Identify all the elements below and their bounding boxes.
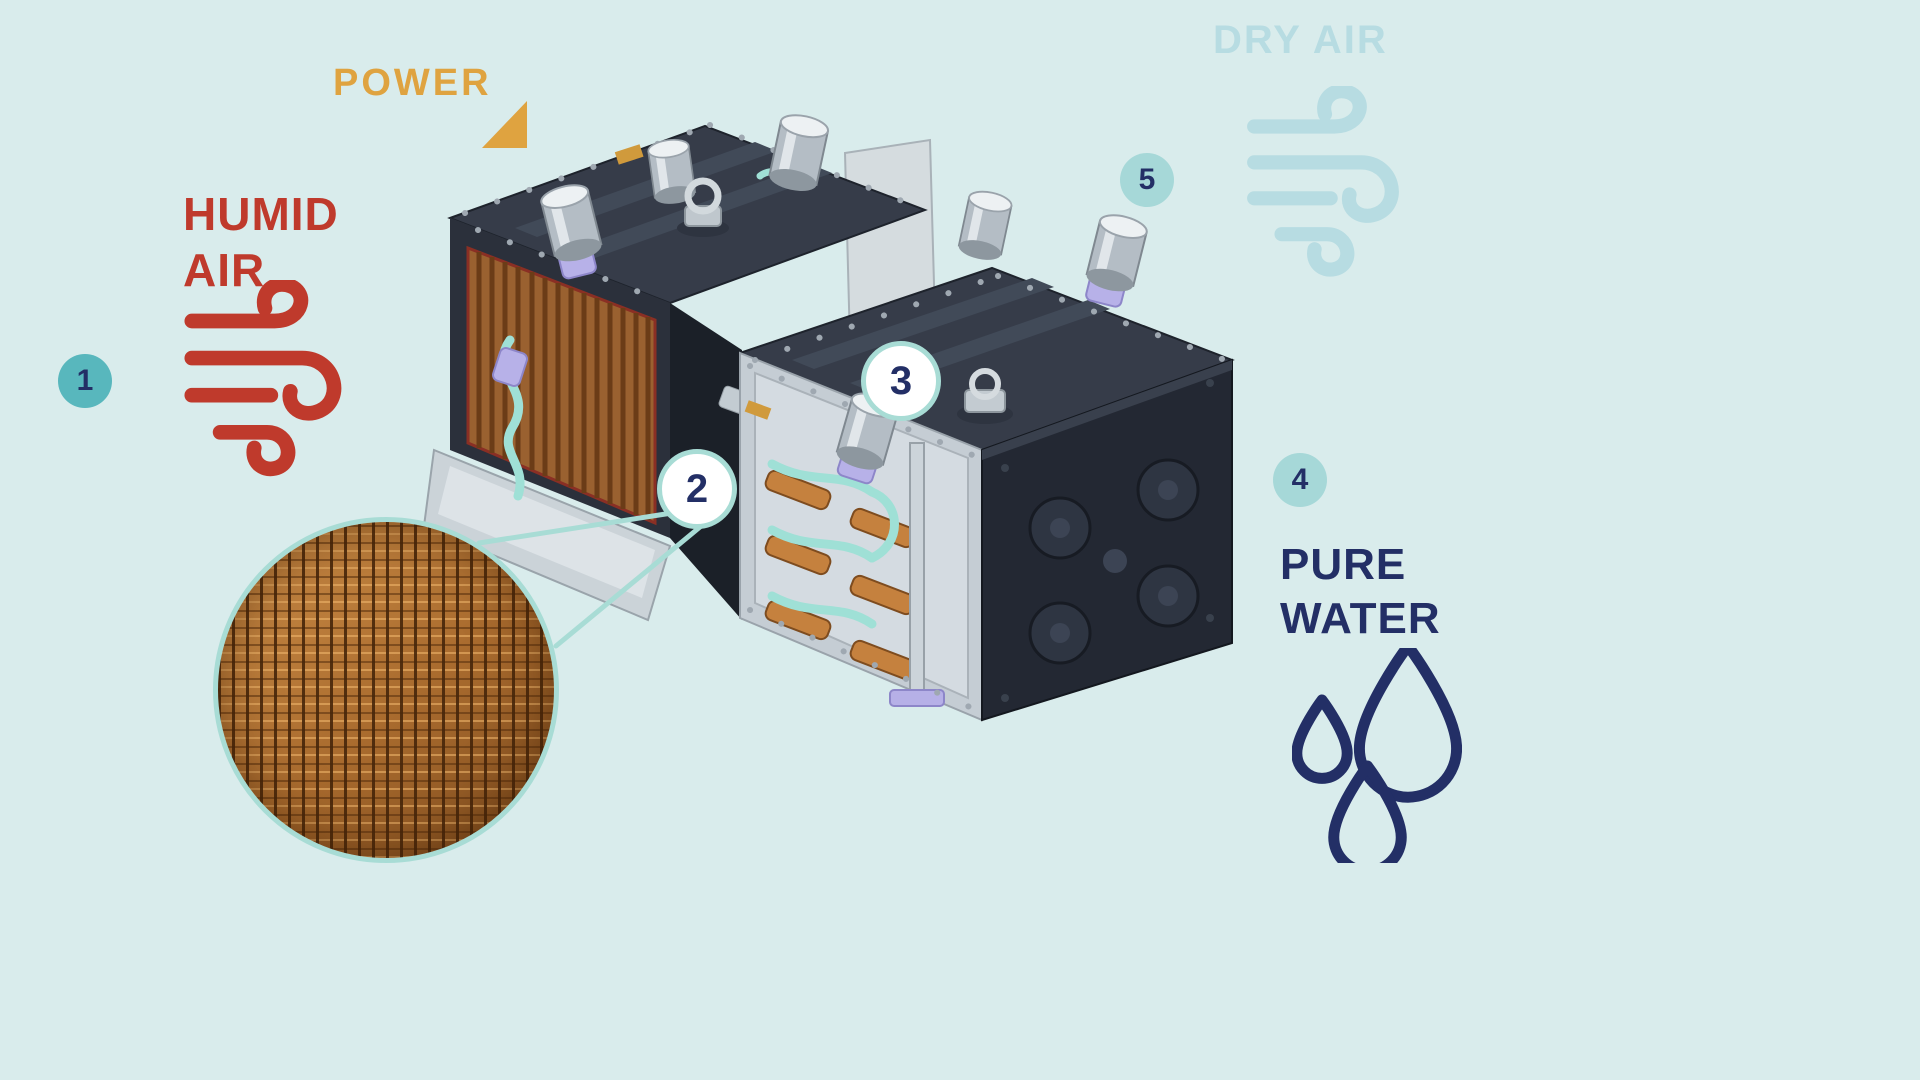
pure-water-line1: PURE bbox=[1280, 540, 1407, 589]
humid-air-line2: AIR bbox=[183, 244, 266, 296]
step-number-4: 4 bbox=[1291, 463, 1309, 496]
step-number-3: 3 bbox=[889, 358, 913, 403]
step-badge-4: 4 bbox=[1273, 453, 1327, 507]
step-number-1: 1 bbox=[76, 364, 94, 397]
pure-water-label: PURE WATER bbox=[1280, 538, 1441, 646]
dry-air-label: DRY AIR bbox=[1213, 18, 1388, 62]
pure-water-line2: WATER bbox=[1280, 594, 1441, 643]
step-number-5: 5 bbox=[1138, 163, 1156, 196]
step-badge-1: 1 bbox=[58, 354, 112, 408]
water-drops-icon bbox=[1292, 648, 1462, 863]
step-number-2: 2 bbox=[685, 466, 709, 511]
power-label: POWER bbox=[333, 62, 492, 104]
step-badge-2: 2 bbox=[657, 449, 737, 529]
dry-wind-icon bbox=[1247, 86, 1399, 277]
mesh-magnifier-inset bbox=[213, 517, 559, 863]
step-badge-5: 5 bbox=[1120, 153, 1174, 207]
humid-wind-icon bbox=[184, 280, 342, 477]
step-badge-3: 3 bbox=[861, 341, 941, 421]
humid-air-label: HUMID AIR bbox=[183, 186, 339, 298]
humid-air-line1: HUMID bbox=[183, 188, 339, 240]
